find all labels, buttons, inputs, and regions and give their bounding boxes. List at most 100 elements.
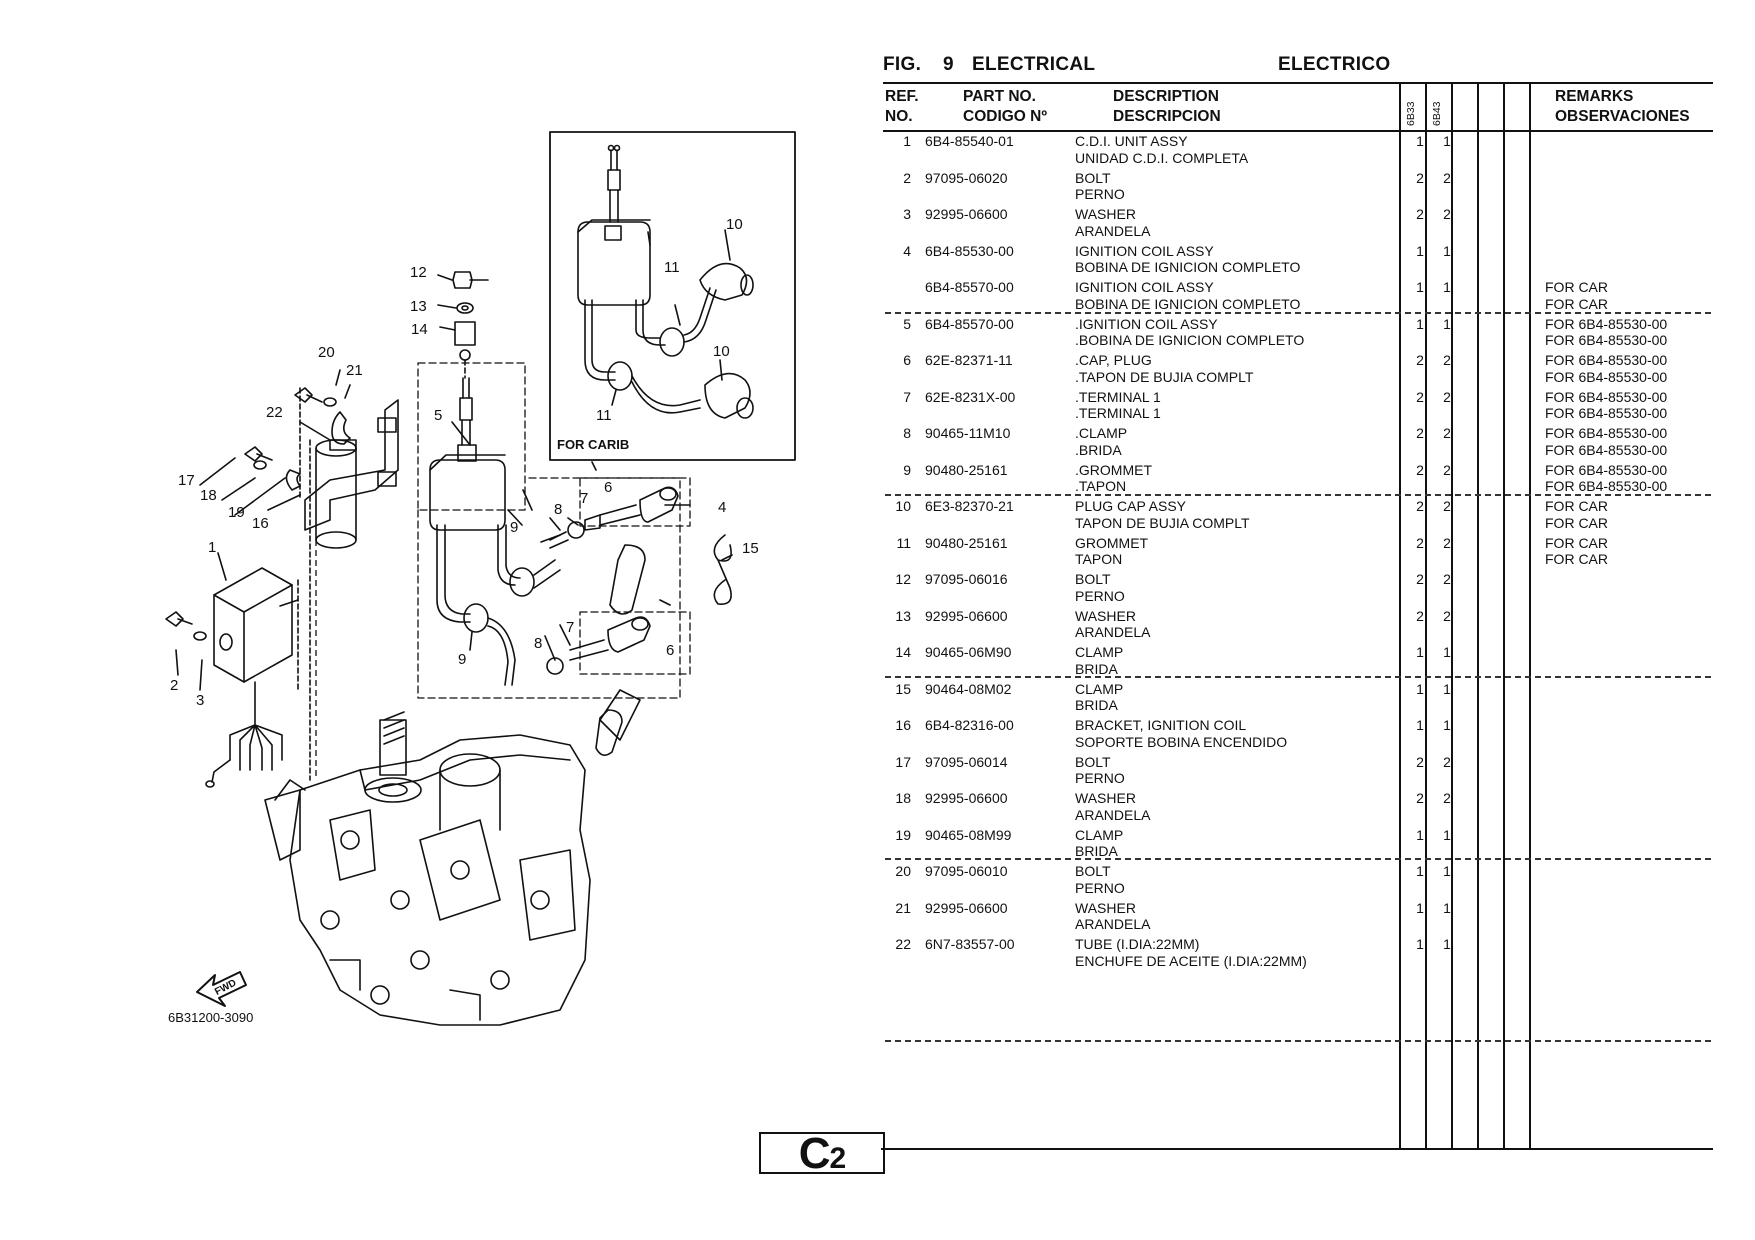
ref-no: 16: [895, 717, 911, 733]
callout-4: 4: [718, 499, 726, 516]
part-no: 6B4-82316-00: [925, 717, 1014, 733]
part-no: 92995-06600: [925, 790, 1008, 806]
qty-model-2: 2: [1443, 753, 1451, 770]
header-desc: DESCRIPTION DESCRIPCION: [1113, 87, 1221, 127]
part-no: 92995-06600: [925, 899, 1008, 916]
remarks-es: FOR CAR: [1545, 295, 1608, 312]
remarks-es: FOR CAR: [1545, 551, 1608, 567]
ref-no: 1: [903, 133, 911, 149]
qty-model-1: 2: [1416, 753, 1424, 770]
remarks: FOR CAR: [1545, 534, 1608, 551]
qty-model-2: 2: [1443, 388, 1451, 405]
ref-no: 8: [903, 425, 911, 441]
ref-no: 21: [895, 899, 911, 916]
description: IGNITION COIL ASSY: [1075, 279, 1214, 295]
description: BOLT: [1075, 753, 1111, 770]
qty-model-1: 1: [1416, 133, 1424, 149]
description: WASHER: [1075, 607, 1136, 624]
description-es: BRIDA: [1075, 697, 1118, 713]
qty-model-2: 1: [1443, 133, 1451, 149]
group-separator: [885, 312, 1711, 314]
header-part-en: PART NO.: [963, 88, 1036, 105]
qty-model-1: 1: [1416, 315, 1424, 332]
qty-model-1: 2: [1416, 388, 1424, 405]
description-es: BRIDA: [1075, 843, 1118, 859]
ref-no: 11: [896, 534, 911, 551]
remarks-es: FOR 6B4-85530-00: [1545, 405, 1668, 421]
description: BOLT: [1075, 571, 1111, 587]
header-ref: REF. NO.: [885, 87, 919, 127]
qty-model-2: 1: [1443, 717, 1451, 733]
part-no: 90480-25161: [925, 461, 1008, 478]
callout-17: 17: [178, 472, 195, 489]
qty-model-1: 2: [1416, 461, 1424, 478]
qty-model-1: 2: [1416, 206, 1424, 222]
group-separator: [885, 1040, 1711, 1042]
col-rule-q1-left: [1399, 82, 1401, 1148]
group-separator: [885, 676, 1711, 678]
description-es: .TAPON: [1075, 478, 1127, 494]
qty-model-1: 1: [1416, 717, 1424, 733]
group-separator: [885, 494, 1711, 496]
ref-no: 17: [895, 753, 911, 770]
ref-no: 22: [895, 936, 911, 952]
description-es: PERNO: [1075, 770, 1125, 786]
description-es: SOPORTE BOBINA ENCENDIDO: [1075, 733, 1288, 750]
callout-8b: 8: [534, 635, 542, 652]
remarks: FOR 6B4-85530-00: [1545, 315, 1668, 332]
qty-model-2: 1: [1443, 242, 1451, 259]
description: .GROMMET: [1075, 461, 1152, 478]
qty-model-1: 1: [1416, 826, 1424, 843]
ref-no: 19: [895, 826, 911, 843]
remarks-es: FOR 6B4-85530-00: [1545, 368, 1668, 385]
part-no: 6N7-83557-00: [925, 936, 1015, 952]
description-es: TAPON: [1075, 551, 1123, 567]
ref-no: 3: [903, 206, 911, 222]
callout-14: 14: [411, 321, 428, 338]
part-no: 97095-06016: [925, 571, 1008, 587]
description: .IGNITION COIL ASSY: [1075, 315, 1218, 332]
header-remarks: REMARKS OBSERVACIONES: [1555, 87, 1690, 127]
ref-no: 2: [903, 169, 911, 186]
part-no: 6E3-82370-21: [925, 498, 1014, 514]
description-es: UNIDAD C.D.I. COMPLETA: [1075, 149, 1249, 166]
callout-16: 16: [252, 515, 269, 532]
description: CLAMP: [1075, 680, 1124, 697]
callout-22: 22: [266, 404, 283, 421]
header-model-2: 6B43: [1431, 101, 1443, 126]
remarks: FOR 6B4-85530-00: [1545, 352, 1668, 368]
qty-model-2: 1: [1443, 899, 1451, 916]
description-es: BRIDA: [1075, 660, 1118, 677]
description-es: TAPON DE BUJIA COMPLT: [1075, 514, 1250, 531]
ref-no: 12: [895, 571, 911, 587]
remarks: FOR CAR: [1545, 498, 1608, 514]
part-no: 62E-8231X-00: [925, 388, 1016, 405]
header-part-es: CODIGO Nº: [963, 108, 1048, 125]
qty-model-1: 2: [1416, 498, 1424, 514]
description-es: ARANDELA: [1075, 916, 1151, 932]
part-no: 97095-06014: [925, 753, 1008, 770]
qty-model-2: 2: [1443, 425, 1451, 441]
description: .CLAMP: [1075, 425, 1128, 441]
remarks: FOR 6B4-85530-00: [1545, 461, 1668, 478]
callout-15: 15: [742, 540, 759, 557]
callout-5: 5: [434, 407, 442, 424]
qty-model-1: 1: [1416, 644, 1424, 660]
ref-no: 10: [895, 498, 911, 514]
remarks: FOR CAR: [1545, 279, 1608, 295]
col-rule-q3-right: [1477, 82, 1479, 1148]
callout-10a: 10: [726, 216, 743, 233]
page-number-tab: C2: [759, 1132, 885, 1176]
figure-title-es: ELECTRICO: [1278, 54, 1391, 75]
description-es: PERNO: [1075, 879, 1125, 896]
description-es: BOBINA DE IGNICION COMPLETO: [1075, 295, 1301, 312]
figure-title-en: ELECTRICAL: [972, 54, 1096, 75]
callout-8a: 8: [554, 501, 562, 518]
